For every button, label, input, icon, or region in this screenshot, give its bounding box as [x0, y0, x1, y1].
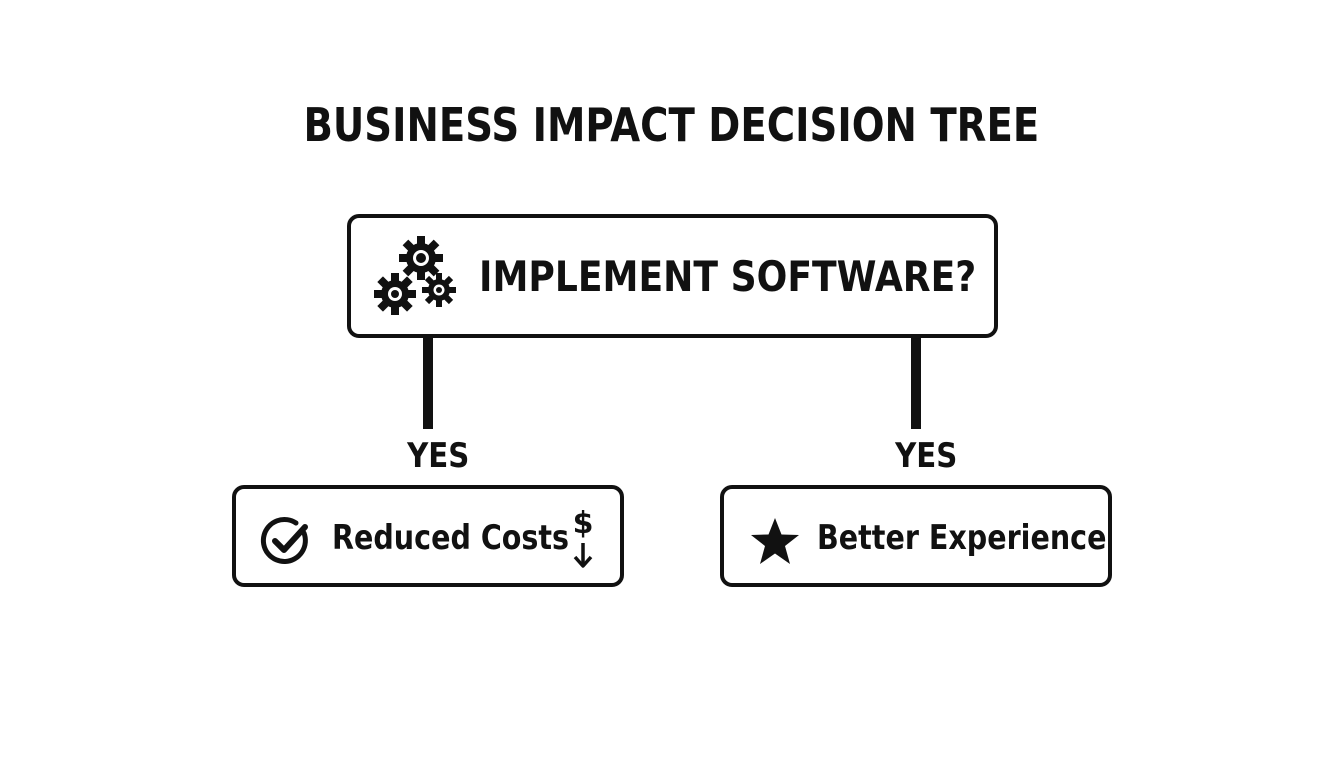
root-decision-node: IMPLEMENT SOFTWARE? [347, 214, 998, 338]
outcome-node-better-experience: Better Experience [720, 485, 1112, 587]
branch-label-left: YES [407, 436, 470, 476]
connector-right [911, 337, 921, 429]
outcome-label: Reduced Costs [332, 518, 570, 558]
gears-icon [374, 236, 456, 315]
outcome-node-reduced-costs: Reduced Costs $ [232, 485, 624, 587]
checkmark-circle-icon [260, 517, 308, 564]
svg-text:$: $ [573, 506, 594, 541]
branch-label-right: YES [895, 436, 958, 476]
dollar-down-arrow-icon: $ [573, 506, 594, 568]
root-node-label: IMPLEMENT SOFTWARE? [479, 252, 977, 301]
diagram-title: BUSINESS IMPACT DECISION TREE [303, 98, 1040, 152]
outcome-label: Better Experience [817, 518, 1107, 558]
connector-left [423, 337, 433, 429]
star-icon [751, 518, 799, 564]
